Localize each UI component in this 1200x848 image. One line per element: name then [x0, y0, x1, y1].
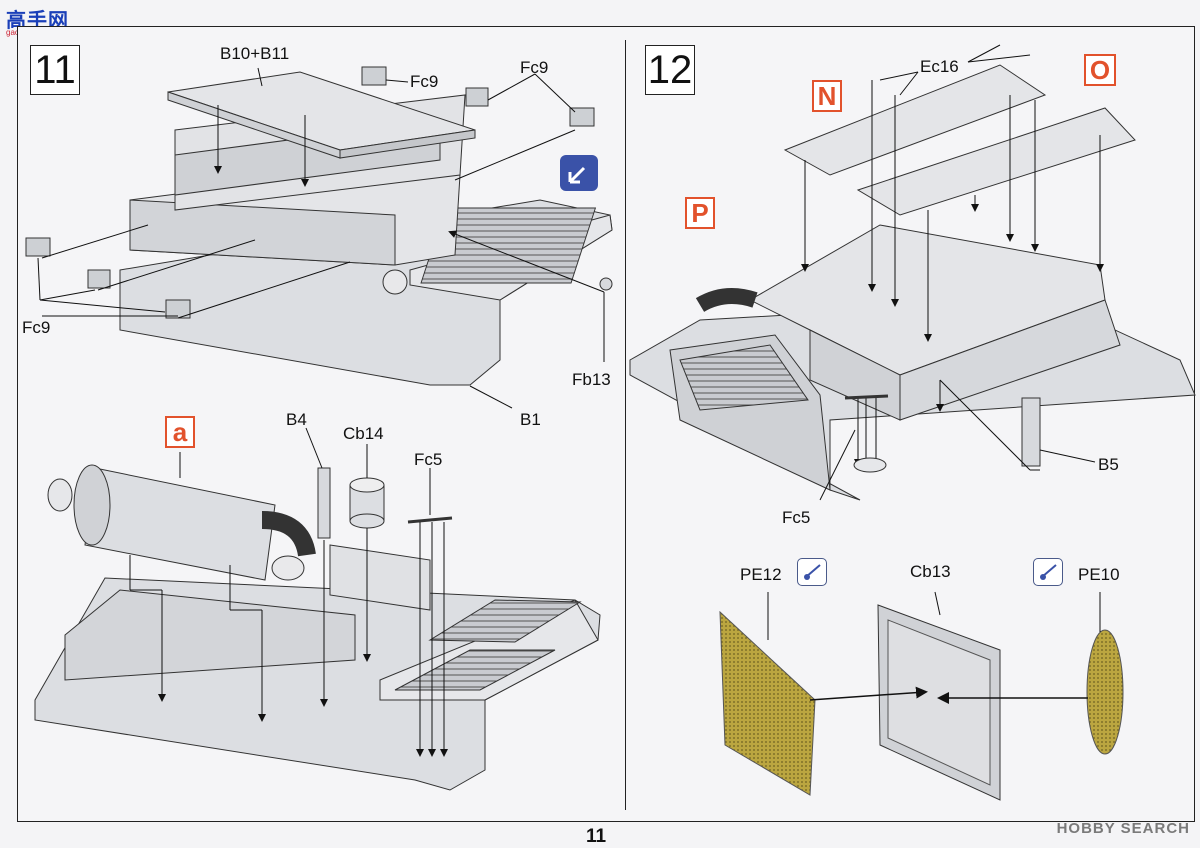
label-cb14: Cb14: [343, 424, 384, 443]
bend-tool-icon: [797, 558, 827, 586]
page-number: 11: [586, 826, 607, 847]
part-fc5-11: [407, 516, 453, 524]
label-fc9: Fc9: [410, 72, 439, 91]
label-ec16: Ec16: [920, 57, 959, 76]
label-cb13: Cb13: [910, 562, 951, 581]
part-cb14: [349, 477, 385, 529]
marker-a: a: [165, 416, 195, 448]
covers-n-o: [783, 64, 1136, 216]
step-number-11: 11: [30, 45, 80, 95]
hobby-search-watermark: HOBBY SEARCH: [1056, 820, 1190, 837]
label-b5: B5: [1098, 455, 1119, 474]
marker-o: O: [1084, 54, 1116, 86]
muffler-a: [47, 464, 316, 581]
label-b4: B4: [286, 410, 307, 429]
marker-p: P: [685, 197, 715, 229]
label-fc5: Fc5: [414, 450, 443, 469]
label-fb13: Fb13: [572, 370, 611, 389]
step-number-12: 12: [645, 45, 695, 95]
part-fc5-12: [844, 394, 889, 400]
label-b1: B1: [520, 410, 541, 429]
hull-lower-11: [34, 544, 601, 791]
plate-b10-b11: [167, 71, 476, 159]
label-b10-b11: B10+B11: [220, 44, 290, 63]
hull-12: [629, 224, 1196, 501]
step-divider: [625, 40, 626, 810]
marker-n: N: [812, 80, 842, 112]
part-b4: [317, 467, 331, 539]
label-fc9: Fc9: [520, 58, 549, 77]
label-fc9: Fc9: [22, 318, 51, 337]
bend-tool-icon: [1033, 558, 1063, 586]
label-pe12: PE12: [740, 565, 782, 584]
mesh-pe12: [719, 610, 816, 796]
label-pe10: PE10: [1078, 565, 1120, 584]
label-fc5: Fc5: [782, 508, 811, 527]
mesh-pe10: [1086, 629, 1124, 755]
